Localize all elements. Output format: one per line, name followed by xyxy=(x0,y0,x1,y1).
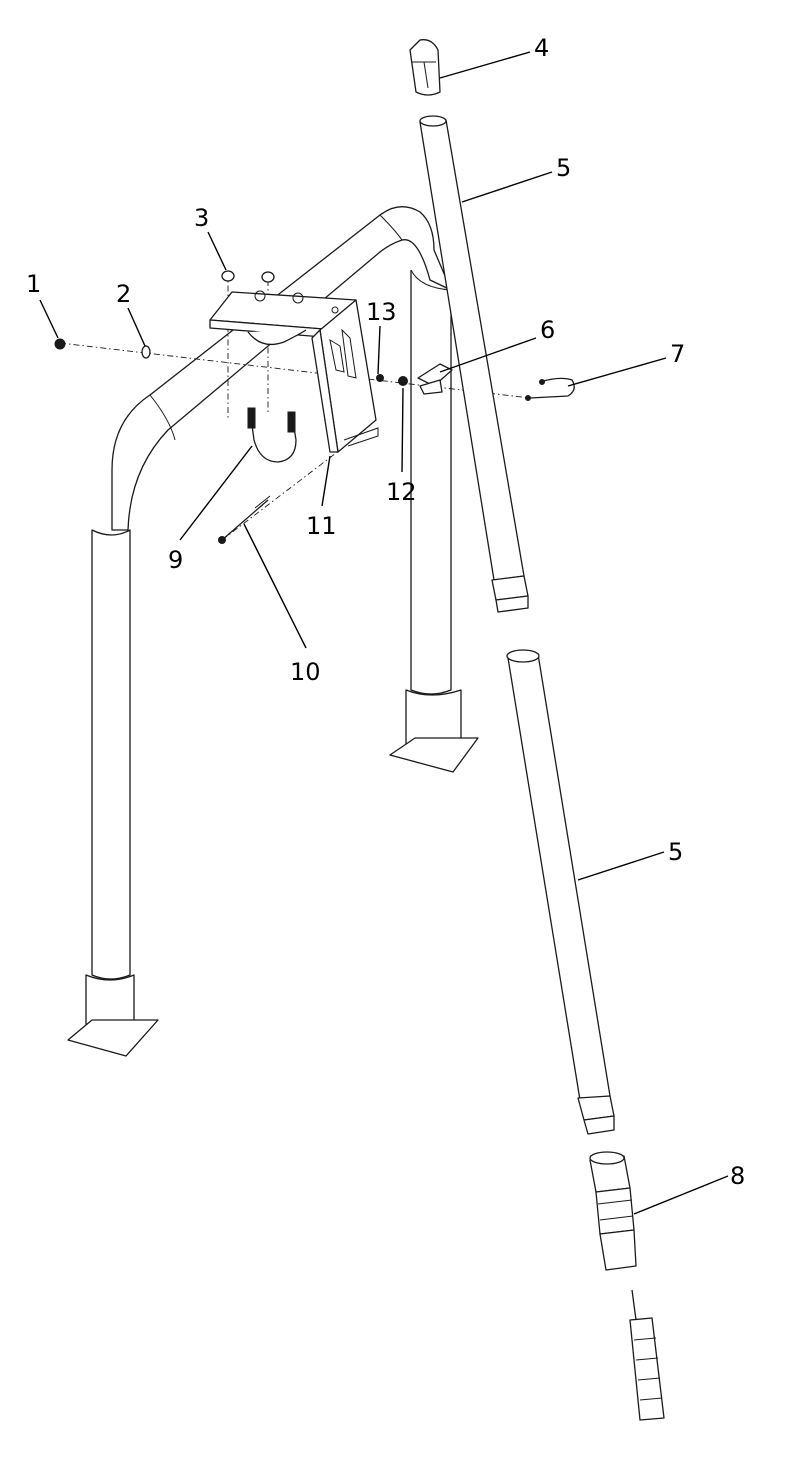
bolt-part-10 xyxy=(218,495,271,544)
callout-13: 13 xyxy=(366,298,397,326)
clamp-part-6 xyxy=(417,363,453,395)
callout-3: 3 xyxy=(194,204,209,232)
callout-1: 1 xyxy=(26,270,41,298)
probe xyxy=(629,1289,665,1421)
nuts-top xyxy=(221,270,275,283)
u-bolt xyxy=(247,407,297,463)
assembly-axis-bolt xyxy=(221,449,341,541)
assembly-axis-horizontal xyxy=(59,342,531,399)
hook-part-7 xyxy=(525,377,575,401)
callout-8: 8 xyxy=(730,1162,745,1190)
callout-4: 4 xyxy=(534,34,549,62)
top-cap-part-4 xyxy=(409,39,441,96)
callout-5-lower: 5 xyxy=(668,838,683,866)
callout-5-upper: 5 xyxy=(556,154,571,182)
lower-pole-part-5 xyxy=(506,649,615,1135)
nut-part-1 xyxy=(54,338,66,350)
nut-part-12 xyxy=(398,376,408,386)
callout-12: 12 xyxy=(386,478,417,506)
washer-part-2 xyxy=(141,345,151,359)
upper-pole-part-5 xyxy=(419,115,529,613)
leader-lines xyxy=(39,51,729,1215)
callout-2: 2 xyxy=(116,280,131,308)
callout-6: 6 xyxy=(540,316,555,344)
callout-9: 9 xyxy=(168,546,183,574)
mounting-bracket xyxy=(209,290,379,453)
washer-part-13 xyxy=(376,374,384,382)
callout-11: 11 xyxy=(306,512,337,540)
callout-7: 7 xyxy=(670,340,685,368)
coupling-part-8 xyxy=(589,1151,637,1271)
callouts: 1 2 3 4 5 6 7 13 12 11 9 10 5 8 xyxy=(26,34,745,1190)
callout-10: 10 xyxy=(290,658,321,686)
